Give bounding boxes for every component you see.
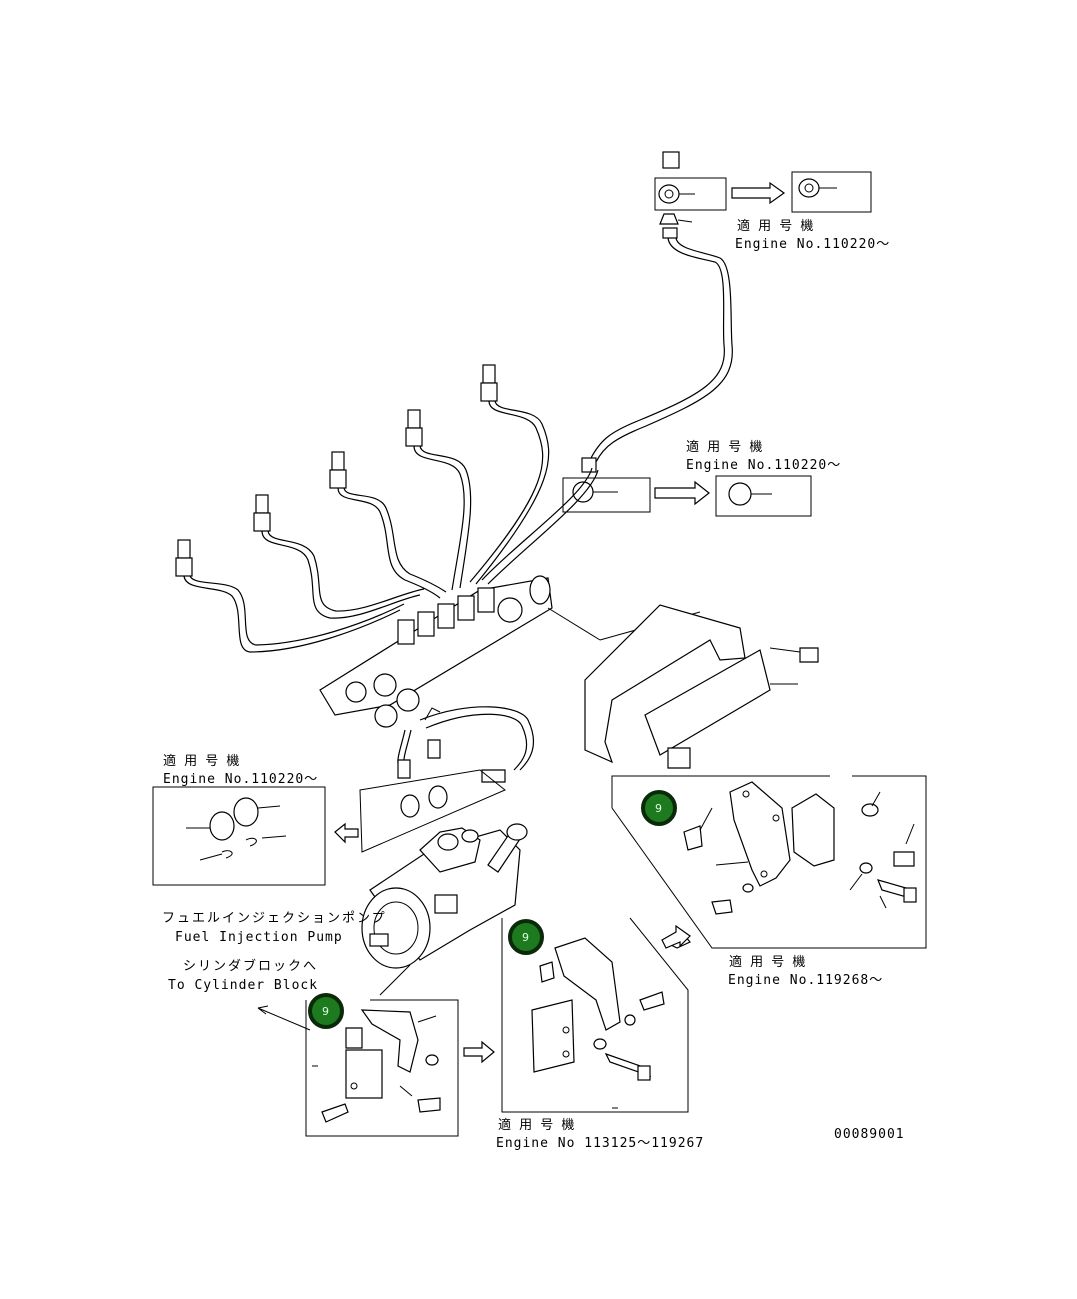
to-block-arrow — [257, 1005, 311, 1031]
applicable-label-top: 適 用 号 機 — [737, 218, 815, 234]
engine-number-bottom: Engine No 113125～119267 — [496, 1136, 704, 1151]
engine-number-right: Engine No.119268～ — [728, 973, 883, 988]
engine-number-mid: Engine No.110220～ — [686, 458, 841, 473]
mid-fitting-group — [562, 457, 812, 517]
applicable-label-right: 適 用 号 機 — [729, 954, 807, 970]
fuel-injection-pump — [361, 823, 528, 996]
svg-text:9: 9 — [322, 1005, 329, 1018]
pump-label-jp: フュエルインジェクションポンプ — [162, 911, 387, 926]
overflow-pipes — [397, 706, 534, 783]
applicable-label-mid: 適 用 号 機 — [686, 439, 764, 455]
left-inset — [152, 769, 506, 886]
applicable-label-left: 適 用 号 機 — [163, 753, 241, 769]
block-label-en: To Cylinder Block — [168, 978, 318, 993]
bottom-left-inset — [305, 999, 495, 1137]
top-nozzle-group — [654, 151, 872, 239]
pump-label-en: Fuel Injection Pump — [175, 930, 343, 945]
fuel-pipe-6 — [589, 237, 725, 461]
svg-text:9: 9 — [655, 802, 662, 815]
delivery-valve-block — [319, 575, 701, 728]
right-inset — [611, 775, 927, 949]
injection-pipes — [175, 364, 599, 653]
callout-9-left[interactable]: 9 — [308, 993, 344, 1029]
engine-number-top: Engine No.110220～ — [735, 237, 890, 252]
drawing-number: 00089001 — [834, 1127, 905, 1142]
applicable-label-bottom: 適 用 号 機 — [498, 1117, 576, 1133]
support-bracket — [584, 604, 819, 769]
engine-number-left: Engine No.110220～ — [163, 772, 318, 787]
callout-9-middle[interactable]: 9 — [508, 919, 544, 955]
callout-9-right[interactable]: 9 — [641, 790, 677, 826]
block-label-jp: シリンダブロックへ — [183, 958, 318, 974]
svg-text:9: 9 — [522, 931, 529, 944]
